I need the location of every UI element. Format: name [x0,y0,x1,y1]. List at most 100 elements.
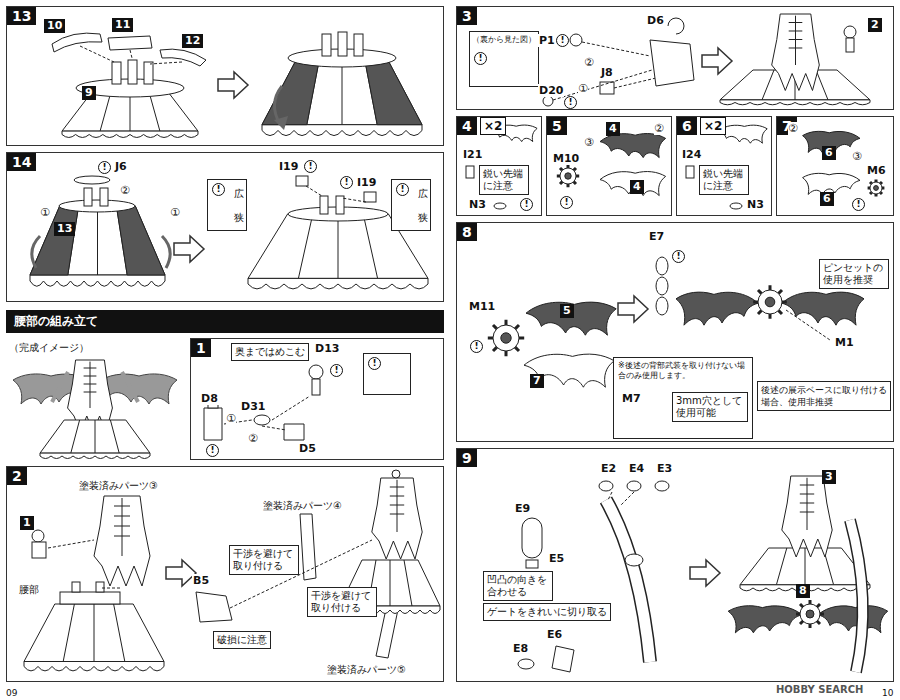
order-mark: ① [170,206,180,219]
step2-drawing [196,592,232,622]
part-code: D8 [200,392,219,405]
step13-drawing [338,32,347,56]
step9-drawing [608,492,634,506]
step-panel: 奥まではめこむ!1 [190,338,444,460]
step13-drawing [262,58,422,125]
step14-drawing [320,196,328,214]
step9-drawing [522,518,542,558]
order-mark: ② [788,122,798,135]
note-text: 腰部 [18,584,40,596]
section-title: 腰部の組み立て [14,314,436,329]
step13-drawing [322,34,331,56]
part-code: E2 [600,462,617,475]
callout-text: 破損に注意 [217,634,267,646]
quantity-mark: ×2 [700,117,726,135]
step2-drawing [48,540,94,548]
step13-drawing [112,62,121,84]
step9-drawing [782,476,832,557]
wing-steps-drawing [494,203,506,209]
caution-mark: ! [206,444,219,457]
step9-drawing [606,500,650,662]
part-code: D31 [240,400,266,413]
step14-drawing [100,188,108,206]
order-mark: ② [248,432,258,445]
step13-drawing [274,116,288,130]
step3-drawing [570,34,582,46]
callout-box: ゲートをきれいに切り取る [483,603,611,621]
wing-steps-drawing [600,134,666,158]
part-code: D13 [314,342,340,355]
step14-drawing [174,236,204,262]
step8-drawing [488,320,524,356]
callout-text: 奥まではめこむ [235,346,305,358]
order-mark: ③ [852,150,862,163]
order-mark: ① [226,412,236,425]
part-code: E4 [628,462,645,475]
part-number: 4 [630,180,644,194]
wing-steps-drawing [730,203,742,209]
step13-drawing [354,34,363,56]
step1-drawing [254,415,270,425]
step14-drawing [364,192,376,202]
step3-drawing [844,26,856,38]
step9-drawing [627,481,641,491]
detail-box: 3mm穴として使用可能※後述の背部武装を取り付けない場合のみ使用します。M7 [613,357,753,439]
step2-drawing [32,542,46,558]
part-code: M1 [834,336,855,349]
callout-box: 鋭い先端に注意 [699,165,749,195]
caution-mark: ! [304,160,317,173]
part-number: 2 [868,18,882,32]
wing-steps-drawing [466,166,474,178]
wing-steps-drawing [557,165,579,187]
step9-drawing [552,646,574,672]
part-number: 4 [606,122,620,136]
step2-drawing [372,478,422,559]
finished-image [52,372,138,402]
part-number: 7 [530,374,544,388]
callout-box: 凹凸の向きを合わせる [483,571,553,601]
quantity-mark: ×2 [480,117,506,135]
callout-text: 凹凸の向きを合わせる [487,574,549,598]
part-number: 11 [112,18,133,32]
callout-text: 鋭い先端に注意 [483,168,525,192]
part-code: E6 [546,628,563,641]
part-code: B5 [192,574,210,587]
caution-mark: ! [672,250,685,263]
wing-steps-drawing [600,172,666,196]
step3-drawing [553,42,656,100]
step2-drawing [60,592,120,604]
caution-mark: ! [564,96,577,109]
callout-text: 干渉を避けて取り付ける [233,548,295,572]
order-mark: ① [578,82,588,95]
step8-drawing [786,310,830,340]
part-code: I19 [278,160,299,173]
step-number: 4 [457,117,477,135]
wing-steps-drawing [686,166,694,178]
step-panel: （裏から見た図）!3 [456,6,894,110]
step14-drawing [30,206,165,286]
step14-drawing [32,236,40,268]
part-code: I21 [462,148,483,161]
step14-drawing [296,176,308,186]
finished-image [40,420,150,459]
step9-drawing [518,659,534,669]
step8-drawing [753,285,787,319]
part-number: 8 [796,584,810,598]
note-text: 塗装済みパーツ③ [78,480,159,492]
part-number: 9 [82,86,96,100]
part-code: P1 [538,34,556,47]
step3-drawing [668,18,684,34]
step3-drawing [846,38,854,52]
step2-drawing [96,582,104,592]
step14-drawing [336,196,344,214]
caution-mark: ! [556,34,569,47]
wing-steps-drawing [868,180,885,197]
part-code: E8 [512,642,529,655]
step2-drawing [24,470,440,671]
step8-drawing [524,354,614,387]
note-text: 塗装済みパーツ④ [262,500,343,512]
step14-drawing [59,200,135,212]
callout-box: 干渉を避けて取り付ける [229,545,299,575]
caution-mark: ! [330,364,343,377]
